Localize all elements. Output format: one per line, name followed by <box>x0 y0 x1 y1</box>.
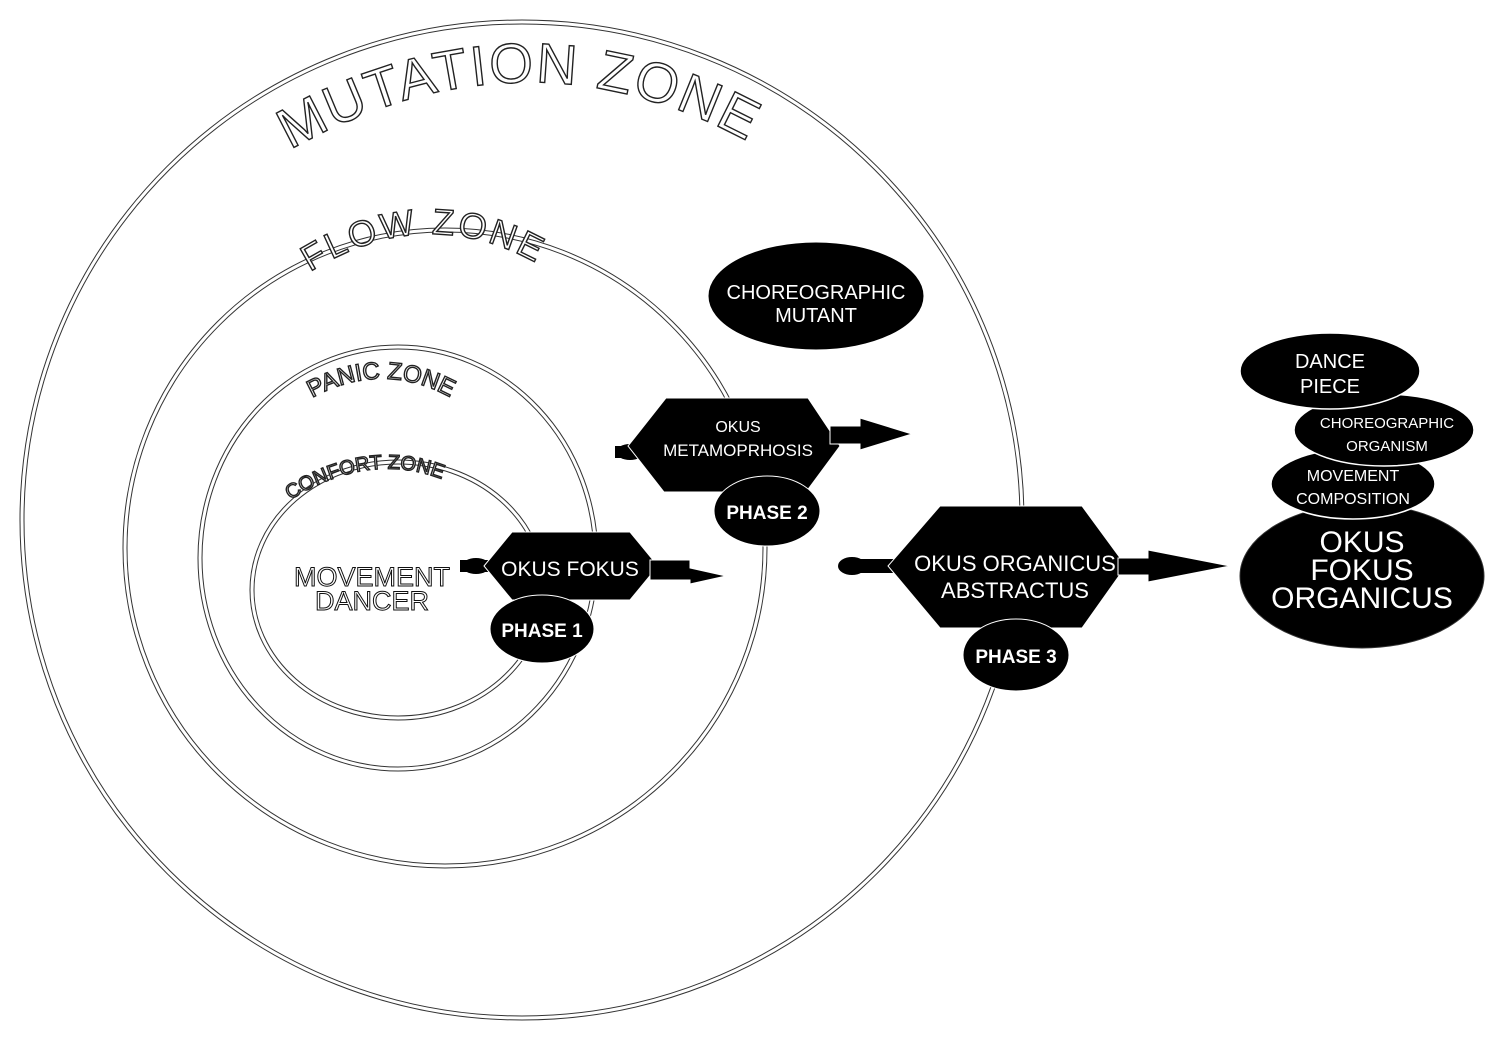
flow-zone-label: FLOW ZONE <box>294 201 554 279</box>
okus-fokus-label: OKUS FOKUS <box>501 558 639 581</box>
dance-piece-label-2: PIECE <box>1300 376 1360 398</box>
phase-3-label: PHASE 3 <box>975 647 1056 668</box>
choreographic-organism-label-1: CHOREOGRAPHIC <box>1320 415 1454 432</box>
movement-dancer-label-2: DANCER <box>315 586 429 616</box>
okus-metamorphosis-label-1: OKUS <box>715 419 760 436</box>
okus-organicus-label-1: OKUS ORGANICUS <box>914 551 1116 576</box>
okus-organicus-label-2: ABSTRACTUS <box>941 578 1089 603</box>
phase-2-label: PHASE 2 <box>726 503 807 524</box>
dance-piece-node: DANCE PIECE <box>1239 332 1421 410</box>
choreographic-mutant-node: CHOREOGRAPHIC MUTANT <box>707 241 925 351</box>
final-okus-node: OKUS FOKUS ORGANICUS <box>1239 503 1485 649</box>
phase-3-badge: PHASE 3 <box>962 618 1070 692</box>
okus-metamorphosis-label-2: METAMOPRHOSIS <box>663 441 813 460</box>
movement-composition-label-1: MOVEMENT <box>1307 468 1400 485</box>
dance-piece-label-1: DANCE <box>1295 351 1365 373</box>
final-label-2: FOKUS <box>1310 554 1413 587</box>
movement-dancer-label: MOVEMENT <box>294 562 450 592</box>
flow-zone-ring <box>122 227 768 869</box>
choreographic-mutant-label-1: CHOREOGRAPHIC <box>727 282 906 304</box>
phase-2-badge: PHASE 2 <box>713 475 821 547</box>
final-label-1: OKUS <box>1319 526 1404 559</box>
okus-metamorphosis-stage: OKUS METAMOPRHOSIS <box>615 397 914 493</box>
panic-zone-label: PANIC ZONE <box>303 358 460 404</box>
choreographic-organism-node: CHOREOGRAPHIC ORGANISM <box>1293 393 1475 467</box>
okus-organicus-stage: OKUS ORGANICUS ABSTRACTUS <box>838 505 1231 629</box>
choreographic-organism-label-2: ORGANISM <box>1346 438 1428 455</box>
mutation-zone-label: MUTATION ZONE <box>267 31 772 160</box>
okus-fokus-stage: OKUS FOKUS <box>460 531 727 601</box>
phase-1-label: PHASE 1 <box>501 621 583 642</box>
phase-1-badge: PHASE 1 <box>489 594 595 664</box>
final-label-3: ORGANICUS <box>1271 582 1453 615</box>
choreographic-mutant-label-2: MUTANT <box>775 305 857 327</box>
confort-zone-label: CONFORT ZONE <box>281 452 447 505</box>
mutation-zone-ring <box>19 19 1025 1021</box>
movement-composition-label-2: COMPOSITION <box>1296 491 1410 508</box>
